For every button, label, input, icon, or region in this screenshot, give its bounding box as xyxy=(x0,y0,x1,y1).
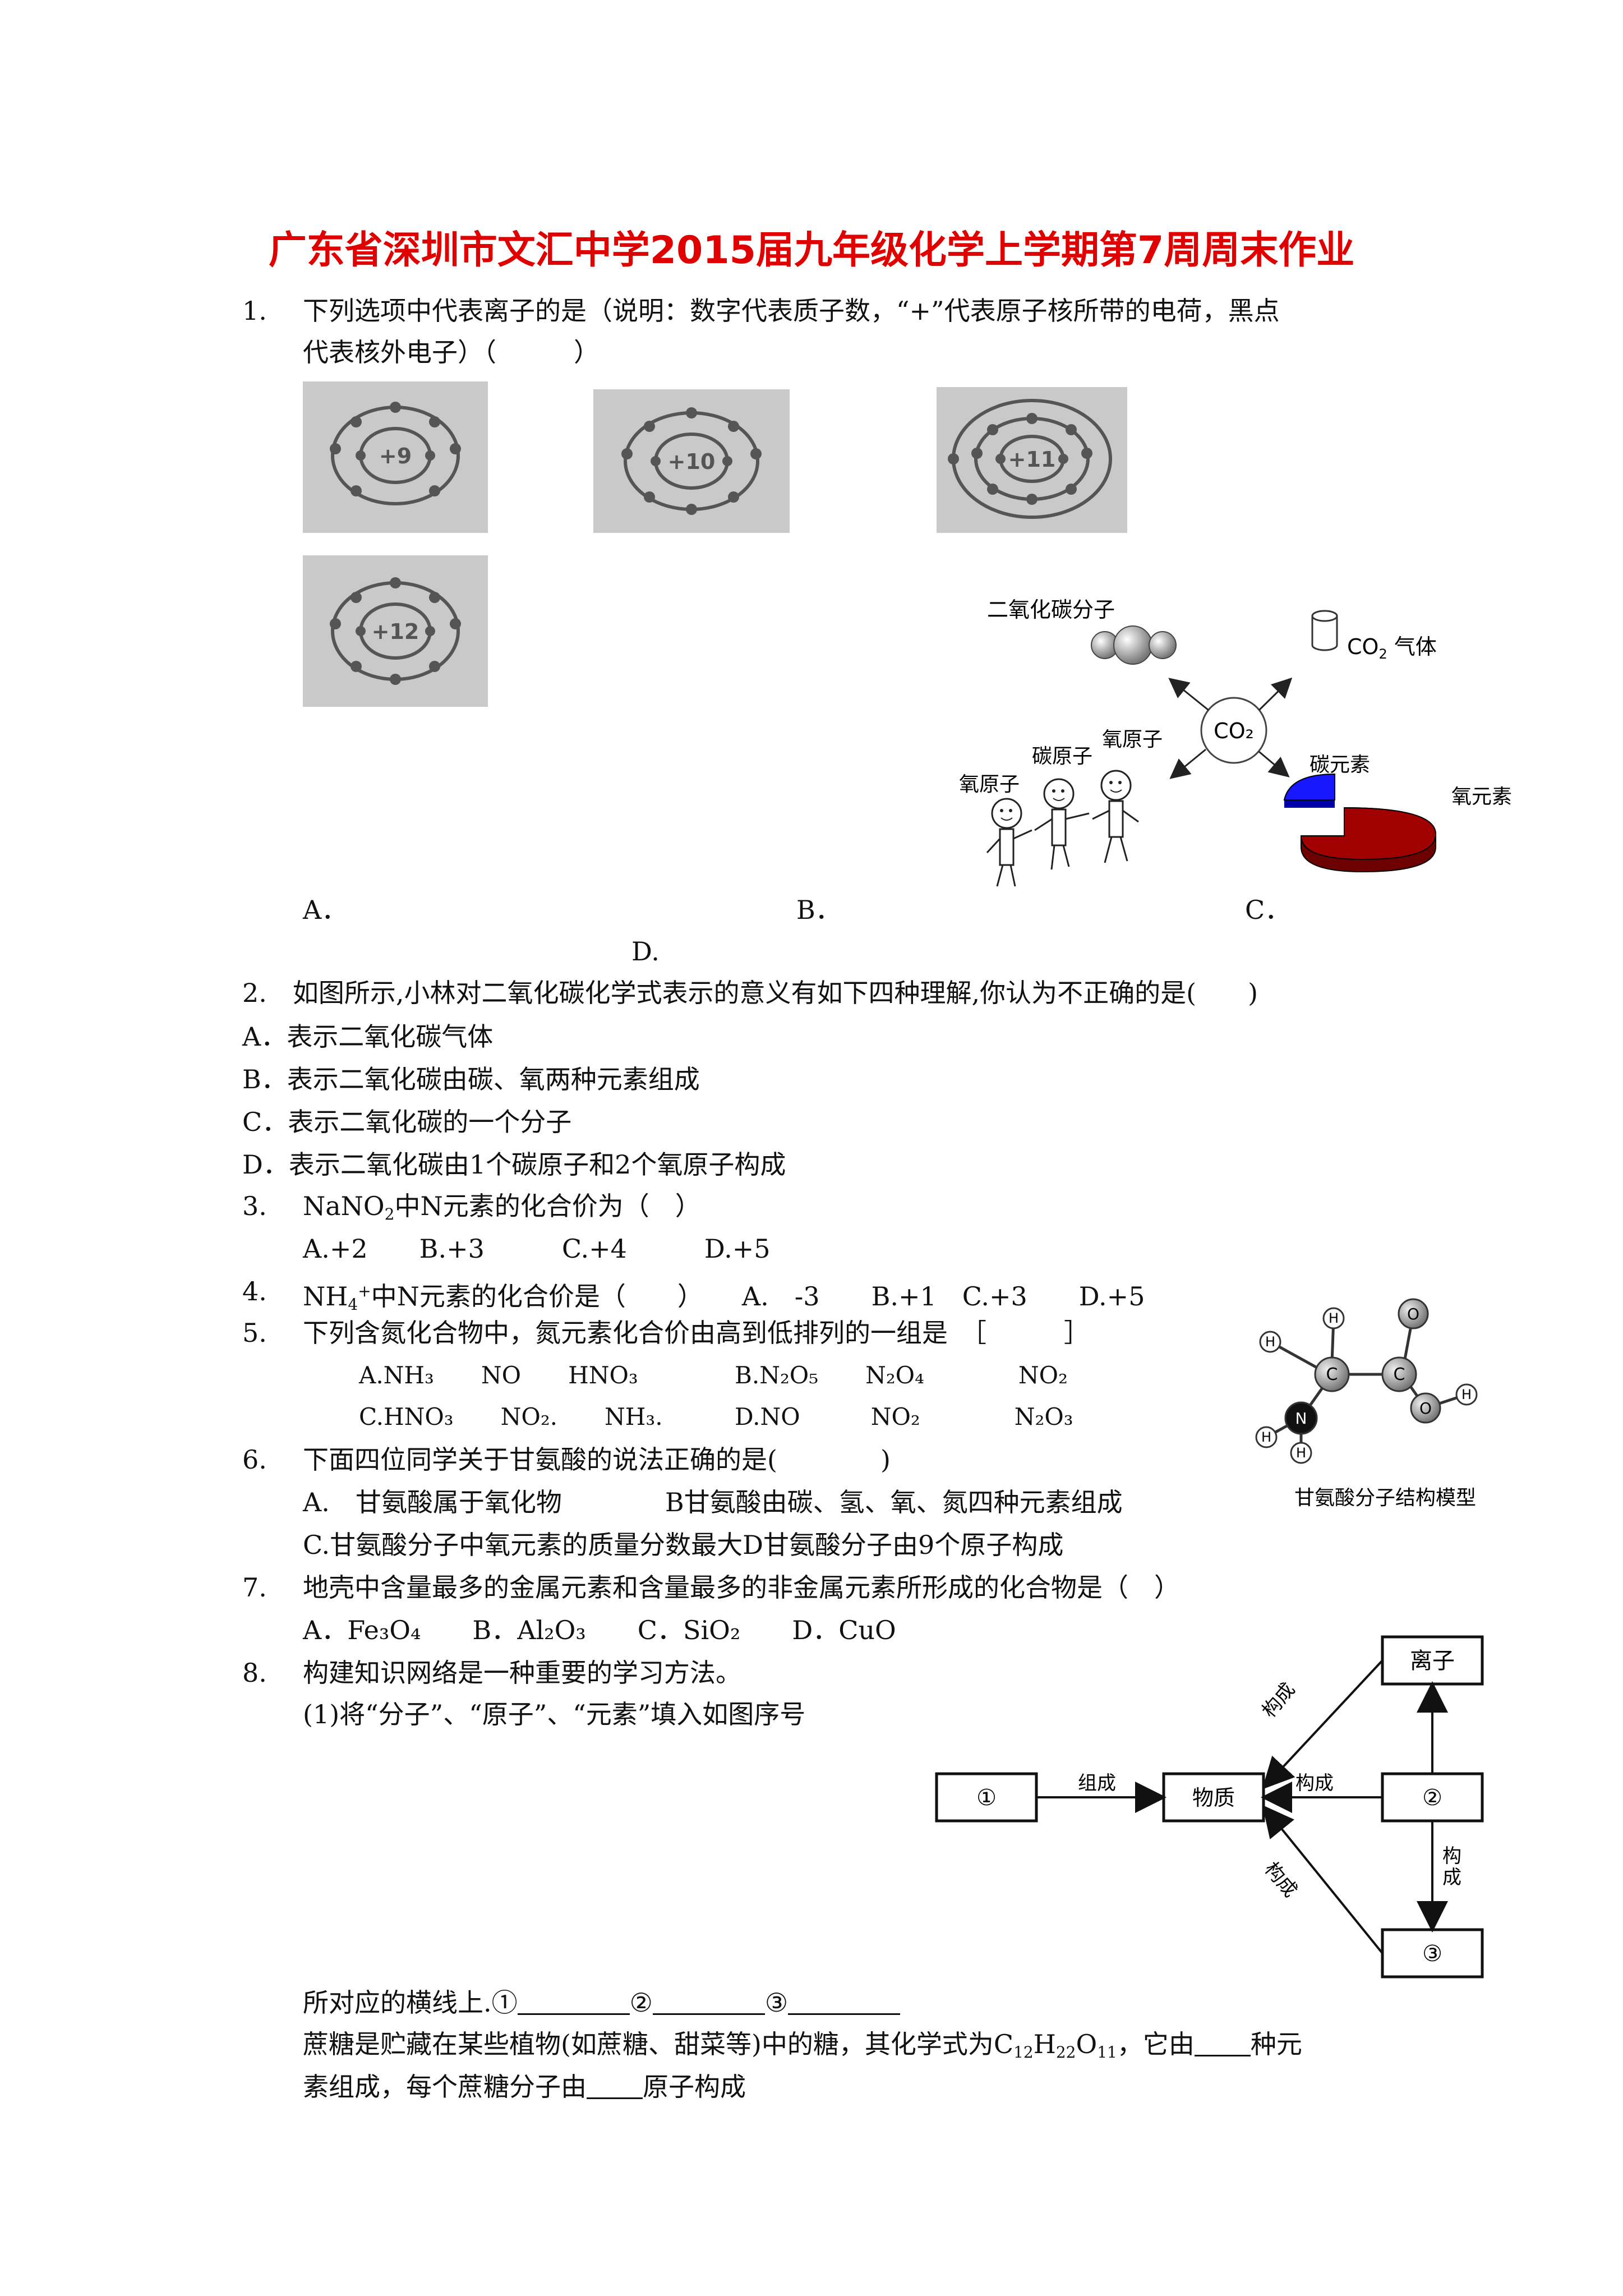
glycine-h1: H xyxy=(1265,1334,1275,1350)
q3-stem: NaNO2中N元素的化合价为（ ） xyxy=(303,1191,701,1223)
q5-option-b: B.N₂O₅ N₂O₄ NO₂ xyxy=(735,1361,1068,1389)
network-label-compose: 组成 xyxy=(1078,1772,1116,1795)
q7-stem: 地壳中含量最多的金属元素和含量最多的非金属元素所形成的化合物是（ ） xyxy=(303,1572,1180,1603)
q5-option-d: D.NO NO₂ N₂O₃ xyxy=(735,1403,1073,1430)
atom-d-nucleus: +12 xyxy=(372,619,419,644)
q2-option-b: B．表示二氧化碳由碳、氧两种元素组成 xyxy=(242,1064,700,1094)
blank-atom-count[interactable] xyxy=(587,2073,643,2099)
q6-options-line1: A. 甘氨酸属于氧化物 B甘氨酸由碳、氢、氧、氮四种元素组成 xyxy=(303,1487,1123,1517)
q1-stem-line1: 下列选项中代表离子的是（说明：数字代表质子数，“+”代表原子核所带的电荷，黑点 xyxy=(303,296,1280,326)
network-label-construct-vertical-bottom: 成 xyxy=(1442,1866,1461,1889)
atom-a-nucleus: +9 xyxy=(379,444,412,468)
glycine-o2: O xyxy=(1419,1399,1432,1418)
atom-diagram-c: +11 xyxy=(937,387,1127,533)
glycine-caption: 甘氨酸分子结构模型 xyxy=(1294,1487,1476,1510)
carbon-atom-label: 碳原子 xyxy=(1032,745,1092,768)
co2-meaning-figure: CO₂ 二氧化碳分子 CO2 气体 碳原子 氧原子 氧原子 xyxy=(942,583,1542,898)
q8-sub1: (1)将“分子”、“原子”、“元素”填入如图序号 xyxy=(303,1699,806,1729)
q1-number: 1. xyxy=(242,296,267,326)
network-node-3: ③ xyxy=(1422,1941,1442,1967)
co2-gas-label: CO2 气体 xyxy=(1347,634,1437,662)
glycine-n: N xyxy=(1295,1409,1307,1428)
glycine-h4: H xyxy=(1261,1429,1271,1445)
q3-options: A.+2 B.+3 C.+4 D.+5 xyxy=(303,1234,771,1264)
blank-element-count[interactable] xyxy=(1194,2030,1251,2056)
network-node-1: ① xyxy=(976,1785,997,1811)
q7-number: 7. xyxy=(242,1572,267,1603)
q6-options-line2: C.甘氨酸分子中氧元素的质量分数最大D甘氨酸分子由9个原子构成 xyxy=(303,1530,1064,1560)
q1-option-c: C． xyxy=(1245,895,1291,925)
q1-option-a: A． xyxy=(303,895,348,925)
knowledge-network-figure: ① 物质 离子 ② ③ 组成 构成 构成 构成 构 成 xyxy=(931,1627,1492,1986)
page-title: 广东省深圳市文汇中学2015届九年级化学上学期第7周周末作业 xyxy=(268,228,1355,273)
q7-options: A．Fe₃O₄ B．Al₂O₃ C．SiO₂ D．CuO xyxy=(303,1615,896,1645)
glycine-model-figure: H H H H H C C O O N 甘氨酸分子结构模型 xyxy=(1245,1290,1514,1526)
q2-option-d: D．表示二氧化碳由1个碳原子和2个氧原子构成 xyxy=(242,1149,786,1180)
q5-option-a: A.NH₃ NO HNO₃ xyxy=(359,1361,638,1389)
q8-sugar-line1: 蔗糖是贮藏在某些植物(如蔗糖、甜菜等)中的糖，其化学式为C12H22O11，它由… xyxy=(303,2029,1302,2062)
q1-option-b: B． xyxy=(796,895,841,925)
network-label-construct-right: 构成 xyxy=(1295,1772,1334,1795)
q1-stem-line2: 代表核外电子）（ ） xyxy=(303,337,600,367)
q4-number: 4. xyxy=(242,1276,267,1306)
network-node-ion: 离子 xyxy=(1410,1648,1455,1674)
blank-2[interactable] xyxy=(652,1989,765,2015)
atom-diagram-b: +10 xyxy=(593,389,790,533)
network-node-matter: 物质 xyxy=(1192,1786,1235,1810)
q3-number: 3. xyxy=(242,1191,267,1221)
q1-option-d: D. xyxy=(631,936,660,967)
glycine-h2: H xyxy=(1329,1310,1339,1326)
q2-stem: 2. 如图所示,小林对二氧化碳化学式表示的意义有如下四种理解,你认为不正确的是(… xyxy=(242,978,1258,1008)
q6-stem: 下面四位同学关于甘氨酸的说法正确的是( ) xyxy=(303,1444,891,1475)
blank-1[interactable] xyxy=(517,1989,630,2015)
network-label-construct-bottom: 构成 xyxy=(1260,1858,1302,1902)
carbon-element-label: 碳元素 xyxy=(1310,753,1370,776)
q8-sugar-line2: 素组成，每个蔗糖分子由原子构成 xyxy=(303,2072,746,2102)
q8-stem: 构建知识网络是一种重要的学习方法。 xyxy=(303,1658,741,1688)
network-label-construct-vertical-top: 构 xyxy=(1442,1845,1461,1867)
glycine-h5: H xyxy=(1296,1445,1306,1461)
oxygen-atom-label-right: 氧原子 xyxy=(1102,728,1163,751)
q5-stem: 下列含氮化合物中，氮元素化合价由高到低排列的一组是 ［ ］ xyxy=(303,1318,1090,1348)
q6-number: 6. xyxy=(242,1444,267,1475)
network-label-construct-ion: 构成 xyxy=(1258,1678,1299,1722)
atom-diagram-a: +9 xyxy=(303,381,488,533)
q5-option-c: C.HNO₃ NO₂. NH₃. xyxy=(359,1403,663,1430)
blank-3[interactable] xyxy=(788,1989,901,2015)
atom-diagram-d: +12 xyxy=(303,555,488,707)
q5-number: 5. xyxy=(242,1318,267,1348)
q2-option-a: A．表示二氧化碳气体 xyxy=(242,1022,494,1052)
co2-center-label: CO₂ xyxy=(1214,719,1254,743)
network-node-2: ② xyxy=(1422,1785,1442,1811)
glycine-h3: H xyxy=(1461,1387,1472,1402)
atom-b-nucleus: +10 xyxy=(668,449,716,474)
glycine-c1: C xyxy=(1326,1365,1338,1384)
co2-molecule-label: 二氧化碳分子 xyxy=(987,597,1115,622)
q4-stem: NH4+中N元素的化合价是（ ） A. -3 B.+1 C.+3 D.+5 xyxy=(303,1281,1145,1314)
glycine-o1: O xyxy=(1407,1305,1419,1323)
atom-c-nucleus: +11 xyxy=(1008,447,1056,472)
glycine-c2: C xyxy=(1394,1365,1405,1384)
oxygen-element-label: 氧元素 xyxy=(1451,785,1512,808)
q2-option-c: C．表示二氧化碳的一个分子 xyxy=(242,1107,572,1137)
oxygen-atom-label-left: 氧原子 xyxy=(959,773,1020,796)
q8-number: 8. xyxy=(242,1658,267,1688)
